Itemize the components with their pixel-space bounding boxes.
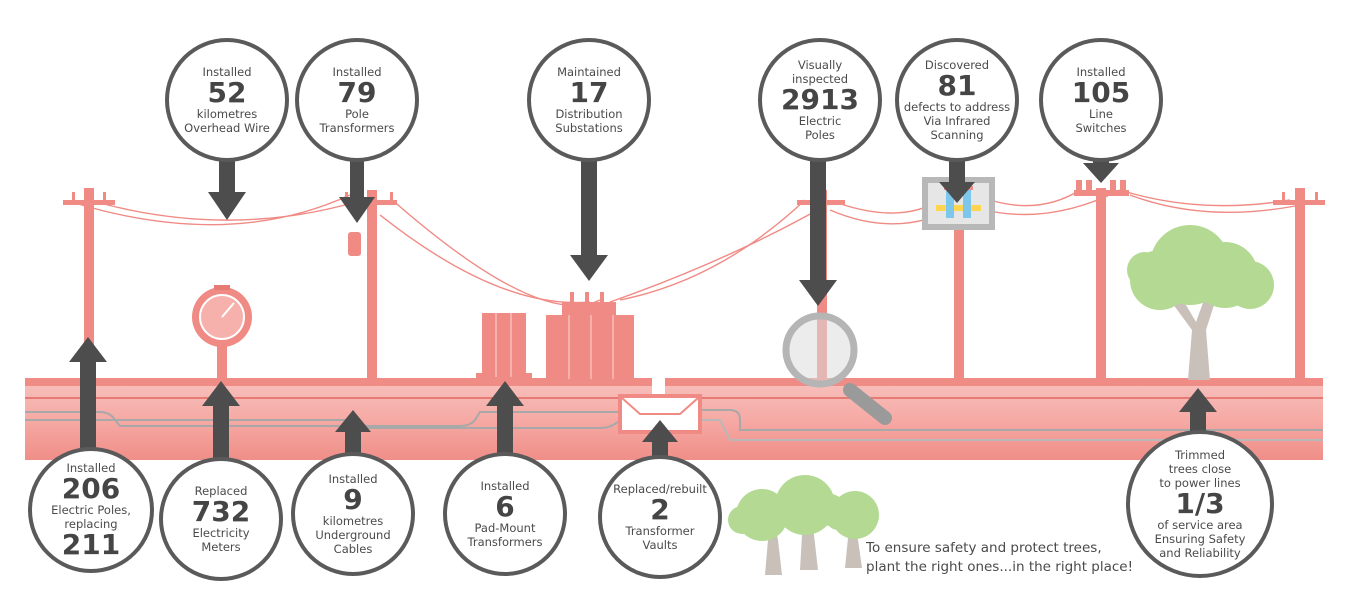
arrow-electric-poles (69, 337, 107, 466)
badge-post: Electric (798, 114, 842, 128)
badge-meters: Replaced 732 Electricity Meters (159, 457, 283, 581)
badge-pre: Installed (480, 479, 530, 493)
badge-pre: to power lines (1159, 476, 1241, 490)
badge-post: Underground (315, 528, 391, 542)
badge-value: 52 (207, 76, 247, 109)
badge-pre: Installed (1076, 65, 1126, 79)
badge-electric-poles: Installed 206 Electric Poles, replacing … (28, 447, 154, 573)
badge-value-secondary: 211 (61, 528, 121, 561)
badge-padmount: Installed 6 Pad-Mount Transformers (443, 452, 567, 576)
badge-value: 2913 (781, 83, 859, 116)
badge-post: Electric Poles, (51, 503, 131, 517)
infrared-scanner (922, 177, 995, 230)
badge-pre: Replaced/rebuilt (613, 482, 707, 496)
badge-post: Via Infrared (923, 114, 991, 128)
badge-trees: Trimmed trees close to power lines 1/3 o… (1126, 430, 1274, 578)
badge-value: 79 (337, 76, 377, 109)
badge-value: 81 (937, 69, 977, 102)
badge-post: Ensuring Safety (1154, 532, 1246, 546)
badge-pre: Installed (202, 65, 252, 79)
arrow-line-switches (1083, 152, 1119, 183)
badge-post: Scanning (930, 128, 984, 142)
badge-pre: inspected (791, 72, 849, 86)
badge-post: Meters (201, 540, 241, 554)
badge-post: Pole (345, 107, 369, 121)
badge-pre: Installed (332, 65, 382, 79)
badge-pre: Maintained (557, 65, 621, 79)
badge-post: defects to address (903, 100, 1011, 114)
arrow-vaults (642, 420, 678, 466)
arrow-trees (1179, 388, 1217, 436)
arrow-infrared (939, 155, 975, 203)
small-trees (728, 475, 879, 575)
power-lines (74, 189, 1311, 307)
badge-post: Cables (333, 542, 373, 556)
badge-post: replacing (64, 517, 118, 531)
badge-post: Electricity (192, 526, 250, 540)
badge-value: 1/3 (1175, 487, 1225, 520)
magnifier-icon (782, 312, 892, 425)
line-switch (1076, 180, 1126, 190)
badge-post: Overhead Wire (184, 121, 270, 135)
badge-value: 105 (1071, 76, 1131, 109)
badge-value: 206 (61, 472, 121, 505)
badge-pre: trees close (1168, 462, 1232, 476)
badge-pre: Trimmed (1174, 448, 1226, 462)
badge-underground: Installed 9 kilometres Underground Cable… (291, 452, 415, 576)
caption-line: To ensure safety and protect trees, (866, 540, 1102, 556)
badge-vaults: Replaced/rebuilt 2 Transformer Vaults (598, 455, 722, 579)
badge-post: Poles (805, 128, 835, 142)
badge-value: 2 (650, 493, 670, 526)
pole-transformer (348, 232, 361, 256)
badge-pre: Installed (66, 461, 116, 475)
badge-post: kilometres (196, 107, 258, 121)
arrow-meters (202, 381, 240, 466)
caption-line: plant the right ones...in the right plac… (866, 559, 1134, 575)
badge-post: Vaults (642, 538, 678, 552)
badge-value: 17 (569, 76, 609, 109)
badge-post: of service area (1157, 518, 1243, 532)
badge-post: kilometres (322, 514, 384, 528)
arrow-padmount (486, 381, 524, 466)
distribution-substation (546, 292, 634, 379)
tree-large (1127, 225, 1274, 380)
badge-infrared: Discovered 81 defects to address Via Inf… (895, 38, 1019, 162)
badge-substations: Maintained 17 Distribution Substations (527, 38, 651, 162)
badge-post: and Reliability (1159, 546, 1241, 560)
badge-value: 6 (495, 490, 515, 523)
badge-post: Line (1089, 107, 1113, 121)
arrow-underground (335, 410, 371, 466)
badge-pre: Visually (797, 58, 843, 72)
arrow-pole-transformers (339, 152, 375, 223)
badge-post: Transformer (625, 524, 695, 538)
badge-pre: Installed (328, 472, 378, 486)
badge-post: Transformers (467, 535, 543, 549)
badge-post: Distribution (555, 107, 623, 121)
badge-overhead-wire: Installed 52 kilometres Overhead Wire (165, 38, 289, 162)
badge-post: Pad-Mount (474, 521, 536, 535)
indicator-arrows (69, 152, 1217, 466)
underground-cables (25, 409, 1323, 441)
badge-line-switches: Installed 105 Line Switches (1039, 38, 1163, 162)
pad-mount-transformer (476, 313, 532, 379)
badge-inspected: Visually inspected 2913 Electric Poles (758, 38, 882, 162)
badge-value: 9 (343, 483, 363, 516)
badge-pre: Discovered (924, 58, 990, 72)
badge-post: Switches (1075, 121, 1127, 135)
arrow-substations (570, 152, 608, 281)
arrow-inspected (799, 152, 837, 306)
badge-post: Transformers (319, 121, 395, 135)
electricity-meter (192, 285, 252, 380)
arrow-overhead-wire (208, 152, 246, 220)
badge-pole-transformers: Installed 79 Pole Transformers (295, 38, 419, 162)
badge-value: 732 (191, 495, 251, 528)
tree-planting-caption: To ensure safety and protect trees, plan… (866, 539, 1133, 577)
badge-post: Substations (555, 121, 623, 135)
badge-pre: Replaced (194, 484, 248, 498)
